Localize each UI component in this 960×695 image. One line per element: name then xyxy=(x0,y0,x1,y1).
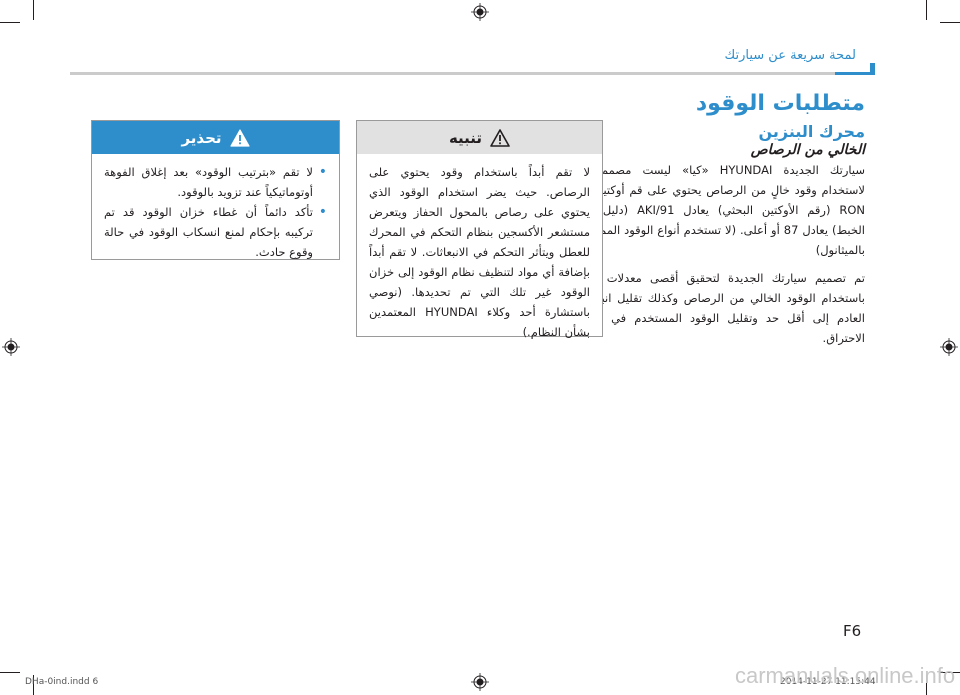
subsection-heading: الخالي من الرصاص xyxy=(750,142,865,158)
warning-triangle-icon xyxy=(490,128,510,147)
caution-text: لا تقم أبداً باستخدام وقود يحتوي على الر… xyxy=(369,165,590,339)
crop-mark xyxy=(0,22,20,23)
watermark: carmanuals online.info xyxy=(735,663,956,688)
warning-list: • لا تقم «بترتيب الوقود» بعد إغلاق الفوه… xyxy=(92,154,339,268)
warning-item-text: لا تقم «بترتيب الوقود» بعد إغلاق الفوهة … xyxy=(104,165,313,199)
warning-header: تحذير xyxy=(92,121,339,154)
crop-mark xyxy=(926,675,927,695)
chapter-title: لمحة سريعة عن سيارتك xyxy=(724,48,856,63)
footer-file-info: DHa-0ind.indd 6 xyxy=(25,677,99,687)
crop-mark xyxy=(33,675,34,695)
page-number: F6 xyxy=(843,622,862,640)
registration-mark-icon xyxy=(471,3,489,21)
header-rule xyxy=(70,72,870,75)
crop-mark xyxy=(33,0,34,20)
warning-title: تحذير xyxy=(181,128,222,147)
footer-date-info: 2014-11-27 11:15:44 xyxy=(780,677,876,687)
crop-mark xyxy=(940,22,960,23)
crop-mark xyxy=(0,672,20,673)
registration-mark-icon xyxy=(471,673,489,691)
warning-triangle-icon xyxy=(229,128,250,147)
crop-mark xyxy=(926,0,927,20)
bullet-icon: • xyxy=(318,164,327,180)
body-paragraph: سيارتك الجديدة HYUNDAI «كيا» ليست مصممة … xyxy=(575,163,866,257)
warning-box: تحذير • لا تقم «بترتيب الوقود» بعد إغلاق… xyxy=(91,120,340,260)
warning-item-text: تأكد دائماً أن غطاء خزان الوقود قد تم تر… xyxy=(104,205,313,259)
body-paragraph: تم تصميم سيارتك الجديدة لتحقيق أقصى معدل… xyxy=(575,271,865,345)
caution-box: تنبيه لا تقم أبداً باستخدام وقود يحتوي ع… xyxy=(356,120,603,339)
header-accent-cap xyxy=(870,63,875,75)
page-title: متطلبات الوقود xyxy=(695,91,865,116)
header-accent-bar xyxy=(835,72,870,75)
caution-title: تنبيه xyxy=(448,128,483,147)
warning-item: • تأكد دائماً أن غطاء خزان الوقود قد تم … xyxy=(104,202,327,262)
crop-mark xyxy=(940,672,960,673)
section-heading: محرك البنزين xyxy=(758,122,865,141)
warning-item: • لا تقم «بترتيب الوقود» بعد إغلاق الفوه… xyxy=(104,162,327,202)
registration-mark-icon xyxy=(2,338,20,356)
bullet-icon: • xyxy=(318,204,327,220)
caution-header: تنبيه xyxy=(357,121,602,154)
registration-mark-icon xyxy=(940,338,958,356)
